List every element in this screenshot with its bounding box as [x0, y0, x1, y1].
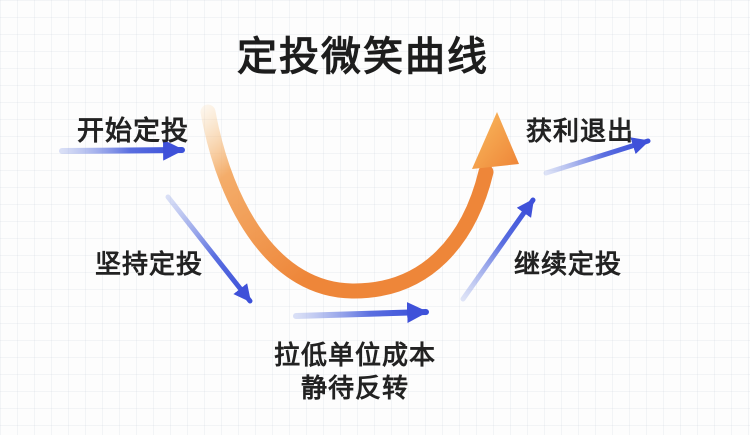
label-continue-investing: 继续定投: [514, 249, 623, 279]
persist-arrow-icon: [165, 194, 253, 304]
exit-arrow-icon: [543, 137, 651, 176]
label-lower-cost-line2: 静待反转: [300, 373, 410, 403]
bottom-arrow-icon: [293, 302, 429, 324]
label-persist-investing: 坚持定投: [95, 249, 204, 279]
label-exit-with-profit: 获利退出: [526, 116, 635, 146]
label-lower-cost: 拉低单位成本 静待反转: [274, 339, 436, 405]
smile-curve: [200, 104, 494, 299]
label-start-investing: 开始定投: [77, 116, 189, 146]
curve-arrowhead-icon: [472, 112, 519, 169]
start-arrow-icon: [59, 139, 185, 161]
page-title: 定投微笑曲线: [237, 34, 489, 79]
label-lower-cost-line1: 拉低单位成本: [273, 340, 437, 370]
continue-arrow-icon: [460, 197, 536, 302]
